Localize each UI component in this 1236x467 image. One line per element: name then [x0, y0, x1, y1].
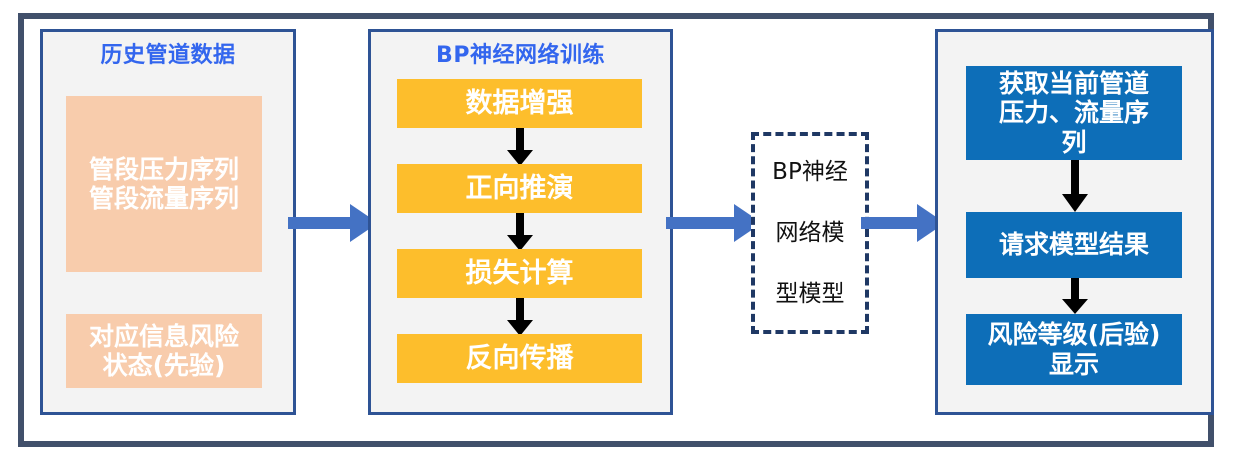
panel-bp-training-title: BP神经网络训练 — [436, 43, 605, 68]
arrow-loss-to-backward — [505, 298, 535, 336]
arrow-request-to-display — [1060, 278, 1090, 314]
node-data-augmentation: 数据增强 — [397, 79, 642, 128]
node-pipe-pressure-flow-series: 管段压力序列 管段流量序列 — [66, 96, 262, 272]
node-request-model-result: 请求模型结果 — [966, 212, 1182, 278]
node-back-propagation: 反向传播 — [397, 334, 642, 383]
arrow-training-to-model — [666, 200, 762, 246]
node-fetch-current-pipeline-series: 获取当前管道 压力、流量序 列 — [966, 66, 1182, 160]
node-risk-level-posterior-display: 风险等级(后验) 显示 — [966, 314, 1182, 385]
arrow-forward-to-loss — [505, 213, 535, 251]
node-loss-calculation: 损失计算 — [397, 249, 642, 298]
node-forward-propagation: 正向推演 — [397, 164, 642, 213]
arrow-input-to-training — [288, 200, 378, 246]
node-bp-network-model: BP神经 网络模 型模型 — [751, 132, 869, 334]
panel-historical-data-title: 历史管道数据 — [100, 43, 236, 68]
arrow-fetch-to-request — [1060, 160, 1090, 212]
model-line-1: BP神经 — [772, 159, 848, 186]
arrow-model-to-apply — [861, 200, 945, 246]
node-risk-state-prior: 对应信息风险 状态(先验) — [66, 314, 262, 388]
model-line-3: 型模型 — [775, 280, 845, 307]
arrow-augmentation-to-forward — [505, 128, 535, 166]
model-line-2: 网络模 — [775, 219, 845, 246]
